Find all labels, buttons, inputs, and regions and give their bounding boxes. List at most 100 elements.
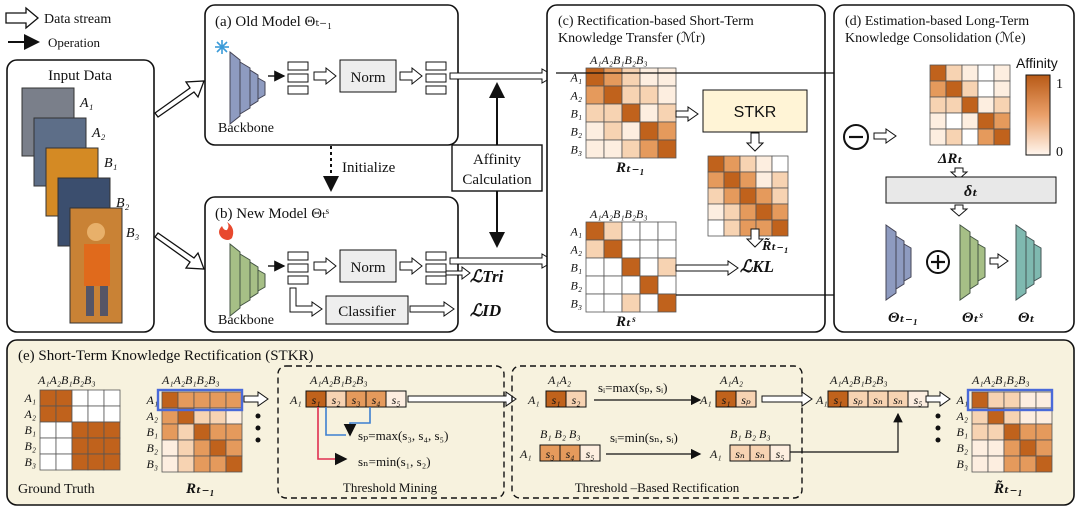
matrix-cell: [177, 391, 195, 409]
matrix-cell: [723, 155, 741, 173]
matrix-cell: [755, 187, 773, 205]
matrix-cell: [1003, 455, 1021, 473]
input-to-old-arrow: [154, 80, 205, 118]
matrix-cell: [71, 453, 89, 471]
matrix-row-label: A₂: [23, 407, 36, 421]
initialize-label: Initialize: [342, 160, 396, 176]
matrix-row-label: A₂: [145, 409, 158, 423]
score-cell: [579, 444, 601, 462]
matrix-cell: [929, 64, 947, 82]
score-label: s₁: [834, 393, 843, 407]
matrix-cell: [87, 405, 105, 423]
matrix-cell: [945, 80, 963, 98]
matrix-cell: [585, 239, 605, 259]
matrix-cell: [971, 455, 989, 473]
matrix-row-label: A₁: [955, 393, 968, 407]
matrix-cell: [977, 112, 995, 130]
score-label: s₃: [546, 447, 555, 461]
matrix-cell: [103, 421, 121, 439]
score-cell: [385, 390, 407, 408]
matrix-row-label: B₁: [146, 425, 158, 439]
matrix-cell: [193, 423, 211, 441]
matrix-cell: [603, 275, 623, 295]
matrix-cell: [161, 439, 179, 457]
matrix-cell: [177, 439, 195, 457]
theta-old-label: Θₜ₋₁: [888, 310, 918, 326]
matrix-row-label: B₁: [24, 423, 36, 437]
sn-formula: sₙ=min(s₁, s₂): [358, 454, 431, 469]
matrix-cell: [657, 121, 677, 141]
old-feature-arrow: [449, 68, 555, 84]
stkr-label: STKR: [734, 104, 777, 121]
matrix-cell: [1003, 391, 1021, 409]
matrix-row-label: A₁: [23, 391, 36, 405]
panel-d-title-2: Knowledge Consolidation (ℳe): [845, 31, 1026, 46]
matrix-cell: [585, 103, 605, 123]
matrix-cell: [621, 239, 641, 259]
matrix-row-label: B₁: [956, 425, 968, 439]
affinity-scale-label: Affinity: [1016, 55, 1058, 71]
old-backbone-icon: [229, 50, 266, 126]
matrix-cell: [1003, 439, 1021, 457]
legend: Data stream Operation: [5, 6, 111, 50]
matrix-cell: [621, 85, 641, 105]
input-data-panel: Input Data A₁ A₂ B₁ B₂ B₃: [6, 59, 155, 333]
matrix-row-label: A₂: [569, 243, 582, 257]
matrix-cell: [209, 439, 227, 457]
theta-old-icon: [885, 224, 912, 301]
matrix-row-label: B₁: [570, 261, 582, 275]
matrix-cell: [739, 155, 757, 173]
matrix-cell: [55, 421, 73, 439]
matrix-cell: [603, 85, 623, 105]
matrix-cell: [193, 439, 211, 457]
affinity-calc-box: [451, 144, 543, 192]
gt-header: A₁A₂B₁B₂B₃: [37, 373, 96, 387]
delta-r-label: ΔRₜ: [937, 151, 963, 167]
tm-header: A₁A₂B₁B₂B₃: [309, 373, 368, 387]
matrix-cell: [71, 389, 89, 407]
matrix-cell: [1019, 391, 1037, 409]
matrix-cell: [993, 96, 1011, 114]
matrix-cell: [209, 423, 227, 441]
classifier-box: [325, 295, 409, 325]
affinity-colorbar: [1025, 74, 1051, 156]
panel-e-title: (e) Short-Term Knowledge Rectification (…: [18, 348, 314, 364]
matrix-old-header: A₁A₂B₁B₂B₃: [589, 53, 648, 67]
matrix-cell: [585, 121, 605, 141]
classifier-label: Classifier: [338, 304, 396, 320]
score-label: s₁: [552, 393, 561, 407]
matrix-row-label: B₂: [24, 439, 36, 453]
matrix-r-rect: [707, 155, 789, 237]
affinity-calc-line1: Affinity: [473, 152, 522, 168]
matrix-cell: [987, 423, 1005, 441]
matrix-cell: [193, 455, 211, 473]
sp-formula: sₚ=max(s₃, s₄, s₅): [358, 428, 448, 443]
matrix-ground-truth: A₁A₂B₁B₂B₃: [23, 389, 121, 471]
score-cell: [565, 390, 587, 408]
tr-a-row-label: A₁: [527, 393, 540, 407]
matrix-cell: [1035, 423, 1053, 441]
matrix-cell: [225, 439, 243, 457]
loss-id: ℒID: [470, 301, 501, 320]
matrix-cell: [945, 128, 963, 146]
matrix-cell: [971, 423, 989, 441]
new-backbone-label: Backbone: [218, 313, 274, 328]
matrix-row-label: B₂: [570, 279, 582, 293]
matrix-cell: [657, 85, 677, 105]
matrix-cell: [707, 187, 725, 205]
score-label: sₙ: [893, 393, 903, 407]
matrix-cell: [993, 128, 1011, 146]
matrix-cell: [929, 112, 947, 130]
legend-data-stream: Data stream: [44, 12, 111, 27]
loss-kl: ℒKL: [740, 257, 774, 276]
matrix-cell: [945, 64, 963, 82]
matrix-cell: [739, 171, 757, 189]
matrix-cell: [977, 64, 995, 82]
score-label: sₙ: [735, 447, 745, 461]
matrix-cell: [39, 421, 57, 439]
threshold-mining-label: Threshold Mining: [343, 480, 438, 495]
matrix-cell: [39, 453, 57, 471]
matrix-cell: [177, 423, 195, 441]
